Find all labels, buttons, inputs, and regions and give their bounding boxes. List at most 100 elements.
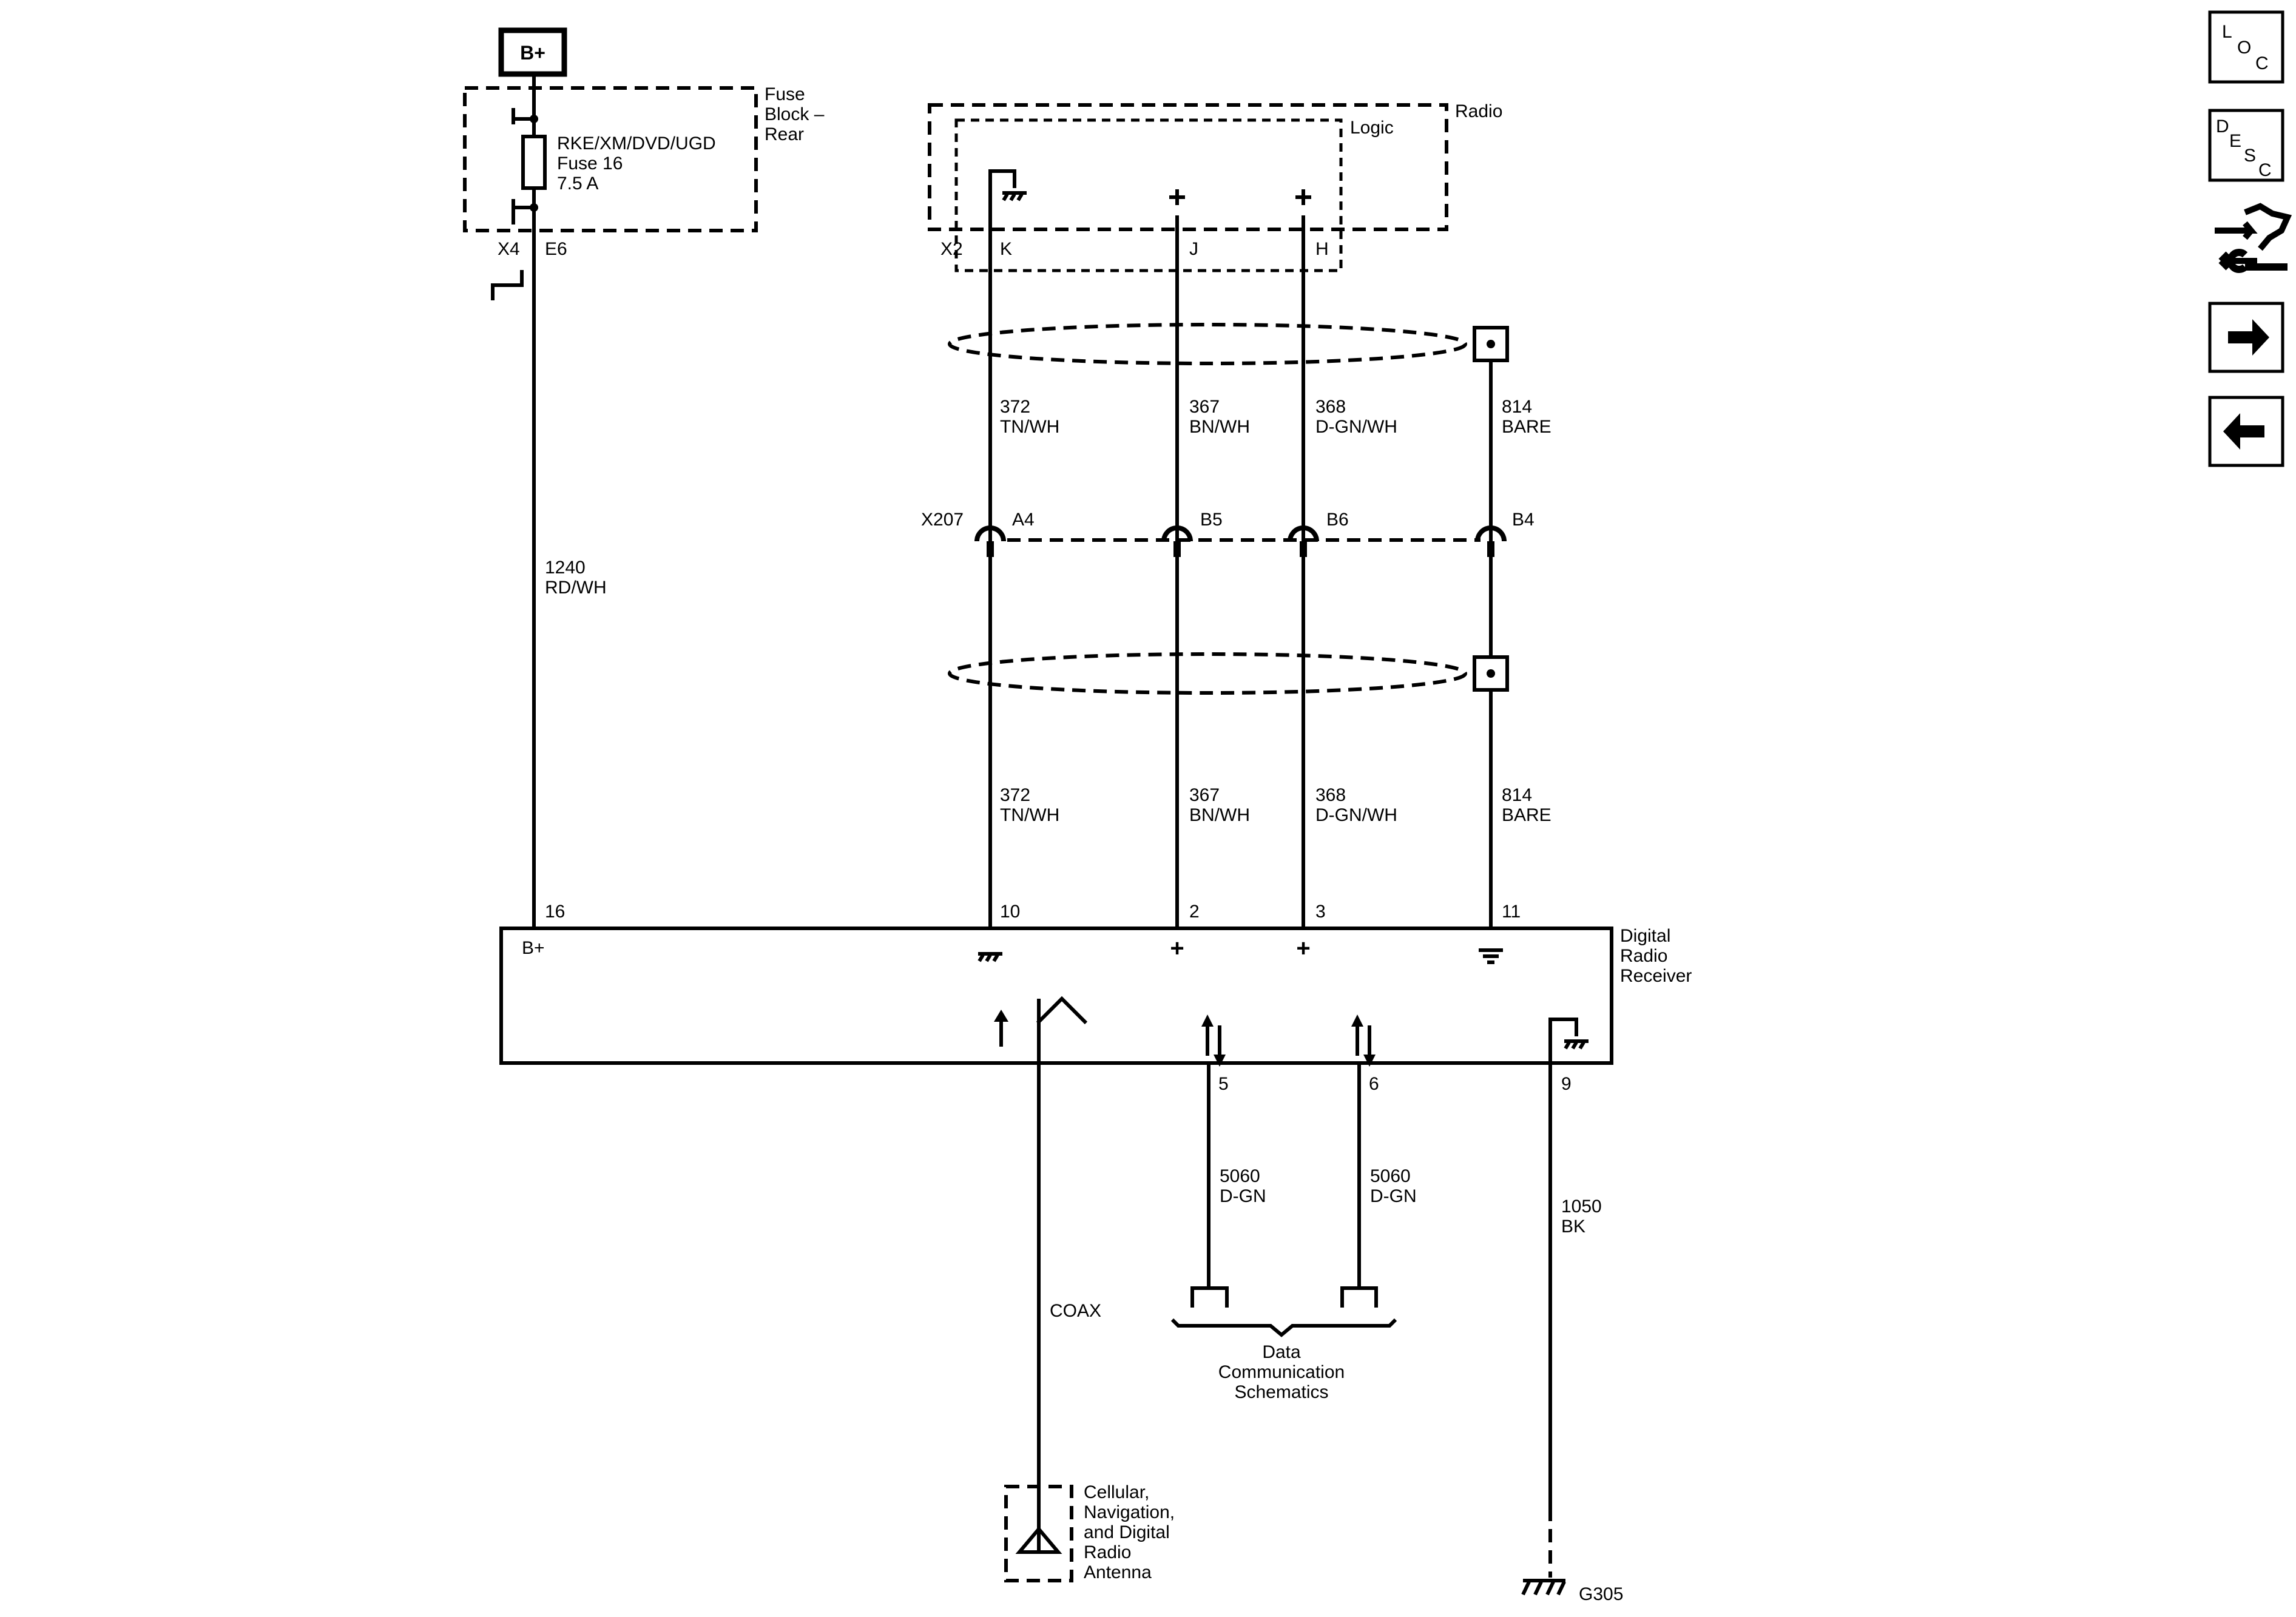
coax-cable: COAX xyxy=(1037,999,1101,1550)
fuse-block-name-line-3: Rear xyxy=(765,124,804,144)
inline-connector-name: X207 xyxy=(921,510,964,530)
inline-connector-pin-b5: B5 xyxy=(1200,510,1223,530)
receiver-name-line-1: Digital xyxy=(1620,926,1670,946)
data-wire-5-circuit: 5060 xyxy=(1220,1166,1260,1186)
ground-wire-1050: 1050 BK G305 xyxy=(1521,1063,1623,1604)
receiver-name-line-2: Radio xyxy=(1620,946,1667,966)
upper-wire-372-color: TN/WH xyxy=(1000,417,1059,437)
upper-wire-368-color: D-GN/WH xyxy=(1315,417,1397,437)
receiver-pin-3-plus: + xyxy=(1296,935,1310,962)
fuse-block-name-line-2: Block – xyxy=(765,104,825,124)
lower-cable-shield xyxy=(948,652,1509,695)
receiver-pin-16: 16 xyxy=(545,902,565,922)
lower-wire-367-circuit: 367 xyxy=(1189,785,1220,805)
inline-connector-pin-b6: B6 xyxy=(1326,510,1349,530)
lower-wire-368-color: D-GN/WH xyxy=(1315,805,1397,825)
antenna-line-4: Radio xyxy=(1084,1542,1131,1562)
left-arrow-icon xyxy=(2223,413,2264,450)
lower-wire-372-circuit: 372 xyxy=(1000,785,1030,805)
receiver-pin-6: 6 xyxy=(1369,1074,1379,1094)
upper-wire-368-circuit: 368 xyxy=(1315,397,1346,417)
upper-wire-372: 372 TN/WH xyxy=(1000,397,1059,437)
ground-wire-circuit: 1050 xyxy=(1561,1197,1602,1217)
data-comm-line-1: Data xyxy=(1262,1342,1301,1362)
antenna-line-1: Cellular, xyxy=(1084,1482,1149,1502)
receiver-pin-9: 9 xyxy=(1561,1074,1572,1094)
antenna-line-2: Navigation, xyxy=(1084,1502,1175,1522)
upper-wire-814-color: BARE xyxy=(1502,417,1551,437)
power-source-label: B+ xyxy=(520,42,545,64)
inline-connector-x207: X207 A4 B5 B6 B4 xyxy=(921,510,1535,557)
coax-label: COAX xyxy=(1050,1301,1101,1321)
antenna: Cellular, Navigation, and Digital Radio … xyxy=(1004,1482,1175,1582)
loc-button-letter-2: O xyxy=(2237,38,2251,58)
desc-button[interactable]: D E S C xyxy=(2208,109,2284,182)
wire-1240: 1240 RD/WH xyxy=(532,267,607,928)
data-comm-line-3: Schematics xyxy=(1234,1382,1328,1402)
inline-connector-pin-a4: A4 xyxy=(1012,510,1035,530)
data-wire-6-circuit: 5060 xyxy=(1370,1166,1411,1186)
radio-module: Radio Logic X2 K J H xyxy=(928,101,1502,272)
fuse-name-line-2: Fuse 16 xyxy=(557,154,623,174)
fuse-block-rear: Fuse Block – Rear RKE/XM/DVD/UGD Fuse 16… xyxy=(463,74,825,300)
radio-pin-h: H xyxy=(1315,239,1329,259)
desc-button-letter-1: D xyxy=(2216,116,2229,137)
antenna-line-5: Antenna xyxy=(1084,1562,1152,1582)
receiver-pin-2: 2 xyxy=(1189,902,1200,922)
lower-wire-372-color: TN/WH xyxy=(1000,805,1059,825)
lower-wire-814: 814 BARE xyxy=(1502,785,1551,825)
radio-name: Radio xyxy=(1455,101,1502,121)
receiver-pin-10: 10 xyxy=(1000,902,1020,922)
upper-wire-814: 814 BARE xyxy=(1502,397,1551,437)
lower-wire-814-color: BARE xyxy=(1502,805,1551,825)
wire-1240-circuit: 1240 xyxy=(545,558,586,578)
upper-wire-367: 367 BN/WH xyxy=(1189,397,1250,437)
receiver-pin-5: 5 xyxy=(1218,1074,1229,1094)
radio-connector: X2 xyxy=(940,239,963,259)
radio-logic-label: Logic xyxy=(1350,118,1394,138)
loc-button-letter-1: L xyxy=(2222,22,2232,42)
upper-wire-367-circuit: 367 xyxy=(1189,397,1220,417)
radio-pin-j: J xyxy=(1189,239,1198,259)
data-comm-line-2: Communication xyxy=(1218,1362,1345,1382)
receiver-bplus-label: B+ xyxy=(522,938,545,958)
data-wire-pin-6: 5060 D-GN xyxy=(1357,1063,1417,1286)
lower-wire-814-circuit: 814 xyxy=(1502,785,1532,805)
data-wire-pin-5: 5060 D-GN xyxy=(1207,1063,1266,1286)
desc-button-letter-3: S xyxy=(2244,146,2256,166)
right-arrow-icon xyxy=(2228,319,2269,356)
connector-tool-icon[interactable] xyxy=(2215,203,2292,273)
loc-button-letter-3: C xyxy=(2255,53,2269,73)
data-wire-6-color: D-GN xyxy=(1370,1186,1417,1206)
receiver-pin-2-plus: + xyxy=(1170,935,1184,962)
data-communication-reference: Data Communication Schematics xyxy=(1170,1286,1397,1402)
upper-wire-368: 368 D-GN/WH xyxy=(1315,397,1397,437)
fuse-block-pin: E6 xyxy=(545,239,567,259)
desc-button-letter-4: C xyxy=(2258,160,2272,180)
loc-button[interactable]: L O C xyxy=(2208,10,2284,84)
digital-radio-receiver: Digital Radio Receiver B+ 16 10 2 3 11 +… xyxy=(499,902,1692,1094)
lower-wire-368-circuit: 368 xyxy=(1315,785,1346,805)
ground-wire-color: BK xyxy=(1561,1217,1585,1237)
upper-wire-372-circuit: 372 xyxy=(1000,397,1030,417)
next-page-button[interactable] xyxy=(2208,302,2284,373)
lower-wire-367-color: BN/WH xyxy=(1189,805,1250,825)
receiver-pin-3: 3 xyxy=(1315,902,1326,922)
ground-g305-label: G305 xyxy=(1579,1584,1623,1604)
power-source-b-plus: B+ xyxy=(498,27,567,77)
fuse-block-name-line-1: Fuse xyxy=(765,84,805,104)
upper-wire-367-color: BN/WH xyxy=(1189,417,1250,437)
fuse-16-symbol xyxy=(521,135,547,190)
inline-connector-pin-b4: B4 xyxy=(1512,510,1535,530)
lower-wire-367: 367 BN/WH xyxy=(1189,785,1250,825)
previous-page-button[interactable] xyxy=(2208,396,2284,467)
lower-wire-372: 372 TN/WH xyxy=(1000,785,1059,825)
antenna-line-3: and Digital xyxy=(1084,1522,1170,1542)
receiver-name-line-3: Receiver xyxy=(1620,966,1692,986)
fuse-block-connector: X4 xyxy=(498,239,520,259)
upper-cable-shield xyxy=(948,323,1509,365)
fuse-name-line-1: RKE/XM/DVD/UGD xyxy=(557,133,716,154)
radio-pin-k: K xyxy=(1000,239,1012,259)
wire-1240-color: RD/WH xyxy=(545,578,607,598)
